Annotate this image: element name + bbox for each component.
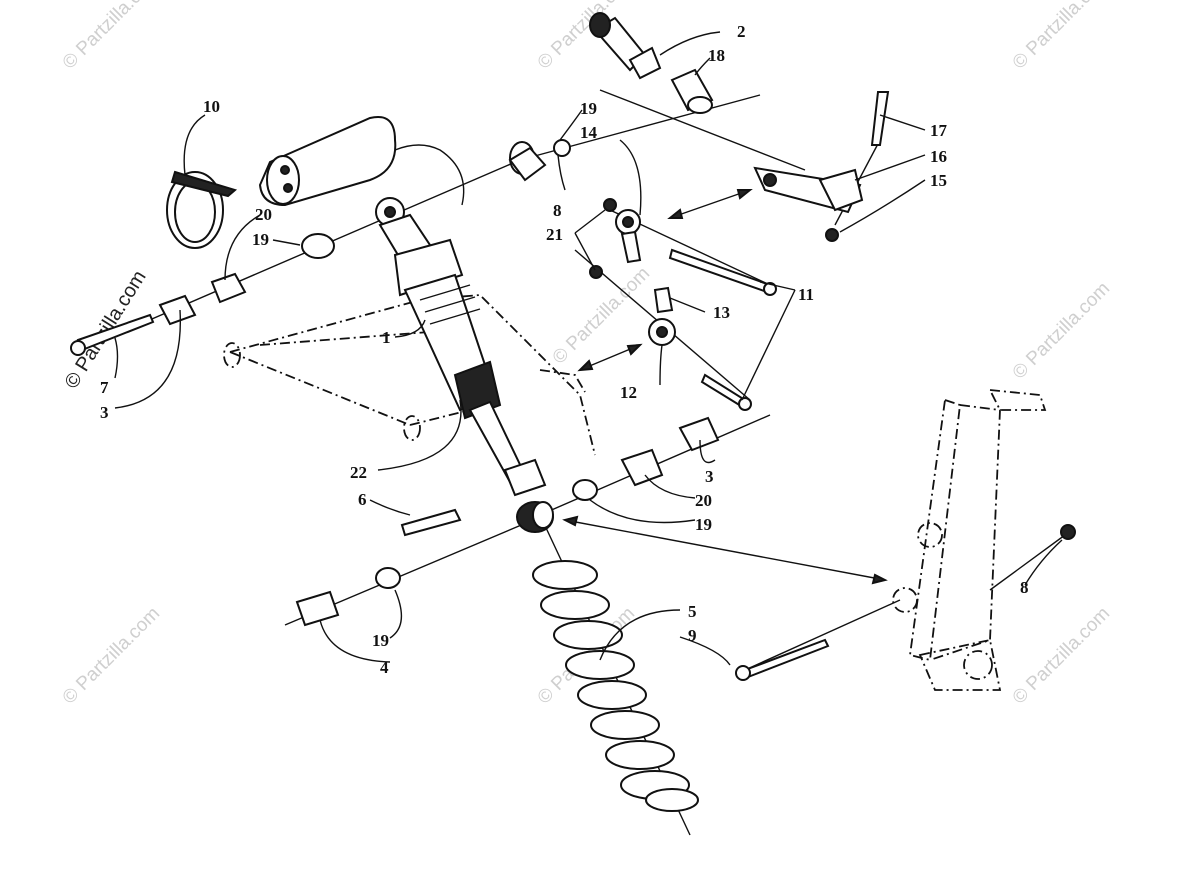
callout-19: 19 [695, 515, 712, 534]
callout-19: 19 [372, 631, 389, 650]
callout-18: 18 [708, 46, 725, 65]
callout-8: 8 [1020, 578, 1029, 597]
callout-11: 11 [798, 285, 814, 304]
axis-lines [79, 89, 1066, 836]
watermark: © Partzilla.com [59, 603, 164, 708]
callout-3: 3 [100, 403, 109, 422]
callout-3: 3 [705, 467, 714, 486]
callout-1: 1 [382, 328, 391, 347]
watermark: © Partzilla.com [1009, 603, 1114, 708]
callout-6: 6 [358, 490, 367, 509]
callout-16: 16 [930, 147, 947, 166]
callout-10: 10 [203, 97, 220, 116]
callout-labels: 1 2 3 3 4 5 6 7 8 8 9 10 11 12 13 14 15 … [100, 22, 1029, 677]
alignment-arrows [562, 189, 888, 585]
callout-2: 2 [737, 22, 746, 41]
reservoir-canister [258, 116, 465, 207]
callout-15: 15 [930, 171, 947, 190]
callout-4: 4 [380, 658, 389, 677]
callout-9: 9 [688, 626, 697, 645]
callout-8: 8 [553, 201, 562, 220]
callout-22: 22 [350, 463, 367, 482]
callout-20: 20 [695, 491, 712, 510]
callout-19: 19 [252, 230, 269, 249]
spindle-bracket [892, 388, 1047, 691]
phantom-arm [223, 294, 596, 456]
callout-14: 14 [580, 123, 598, 142]
callout-5: 5 [688, 602, 697, 621]
watermark: © Partzilla.com [1009, 0, 1114, 74]
callout-21: 21 [546, 225, 563, 244]
bushing-parts [70, 12, 1076, 681]
coil-spring [532, 560, 699, 812]
callout-20: 20 [255, 205, 272, 224]
watermark: © Partzilla.com [1009, 278, 1114, 383]
clamp-band [166, 170, 238, 249]
shock-absorber [375, 197, 554, 533]
callout-13: 13 [713, 303, 730, 322]
callout-12: 12 [620, 383, 637, 402]
callout-19: 19 [580, 99, 597, 118]
callout-7: 7 [100, 378, 109, 397]
watermark: © Partzilla.com [59, 0, 164, 74]
callout-17: 17 [930, 121, 948, 140]
leader-lines [114, 31, 1063, 666]
watermark: © Partzilla.com [549, 263, 654, 368]
